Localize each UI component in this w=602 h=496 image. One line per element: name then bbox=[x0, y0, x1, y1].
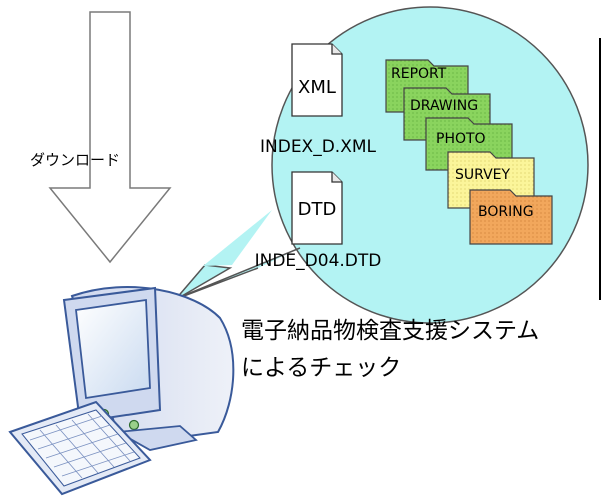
keyboard-icon bbox=[8, 400, 152, 496]
dtd-icon-text: DTD bbox=[298, 199, 337, 220]
folder-boring: BORING bbox=[469, 189, 553, 245]
folder-survey-label: SURVEY bbox=[455, 167, 511, 183]
check-caption-line2: によるチェック bbox=[241, 355, 402, 381]
folder-photo-label: PHOTO bbox=[436, 131, 486, 147]
download-arrow bbox=[48, 11, 172, 264]
folder-boring-label: BORING bbox=[478, 204, 534, 220]
folder-report-label: REPORT bbox=[391, 66, 447, 82]
dtd-file-icon: DTD bbox=[291, 171, 343, 245]
computer-monitor-icon bbox=[62, 286, 235, 451]
xml-icon-text: XML bbox=[298, 77, 336, 98]
xml-file-icon: XML bbox=[291, 43, 343, 117]
dtd-filename: INDE_D04.DTD bbox=[255, 251, 382, 271]
check-caption-line1: 電子納品物検査支援システム bbox=[241, 318, 540, 344]
download-label: ダウンロード bbox=[30, 151, 121, 169]
folder-drawing-label: DRAWING bbox=[410, 98, 478, 114]
xml-filename: INDEX_D.XML bbox=[260, 137, 377, 157]
